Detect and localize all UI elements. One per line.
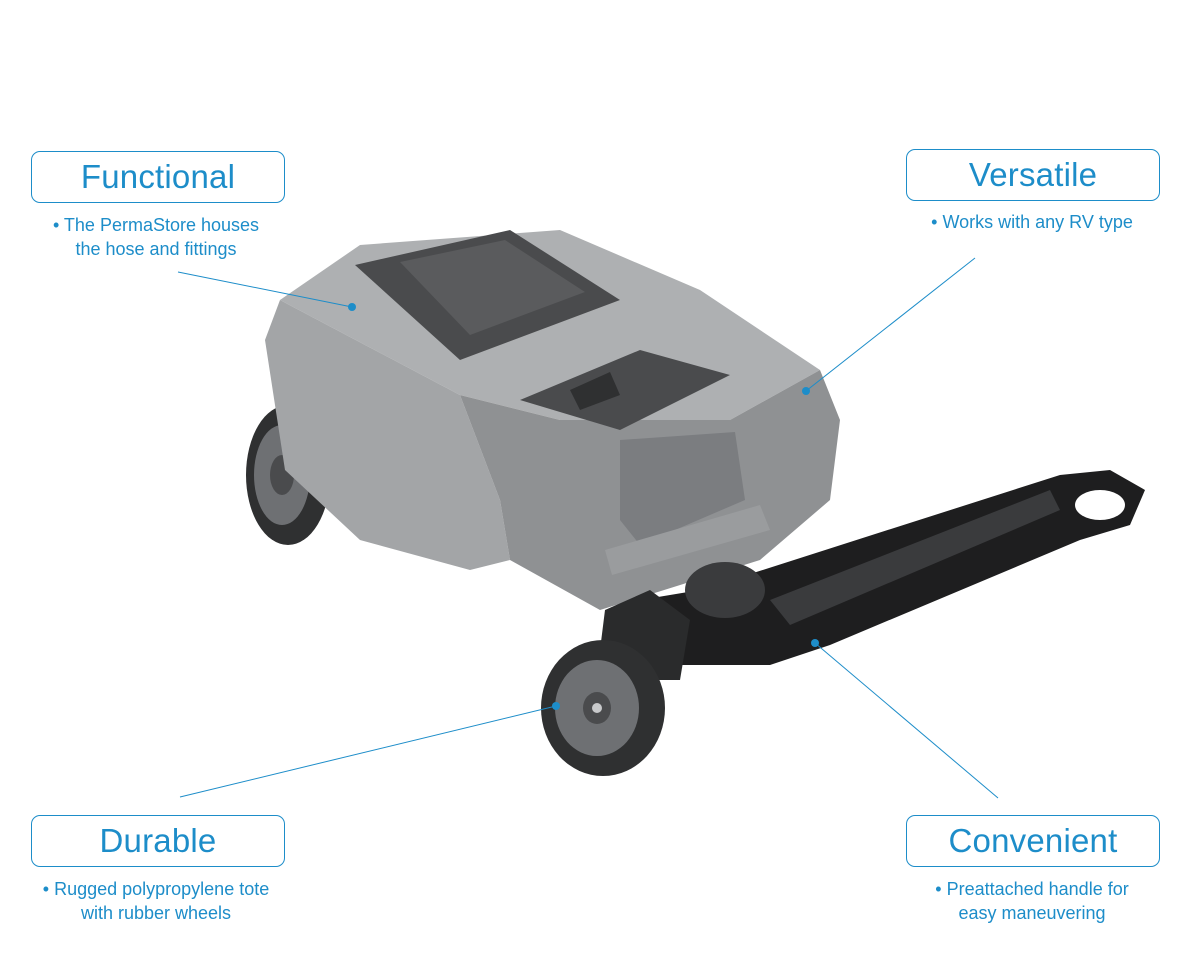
functional-leader-line [177,271,353,308]
convenient-callout-title: Convenient [906,815,1160,867]
front-wheel [541,640,665,776]
durable-leader-line [179,705,557,798]
durable-callout-description: • Rugged polypropylene tote with rubber … [42,879,270,923]
versatile-callout-title: Versatile [906,149,1160,201]
convenient-leader-line [814,642,999,799]
versatile-leader-line [805,257,976,392]
convenient-callout-description: • Preattached handle for easy maneuverin… [935,879,1129,923]
leader-dots [348,303,819,710]
functional-callout-title: Functional [31,151,285,203]
leader-lines [177,257,999,799]
tote-body [265,230,840,610]
hidden-wheel [685,562,765,618]
versatile-callout-description: • Works with any RV type [931,212,1133,232]
functional-callout-description: • The PermaStore houses the hose and fit… [52,215,260,259]
durable-callout-title: Durable [31,815,285,867]
